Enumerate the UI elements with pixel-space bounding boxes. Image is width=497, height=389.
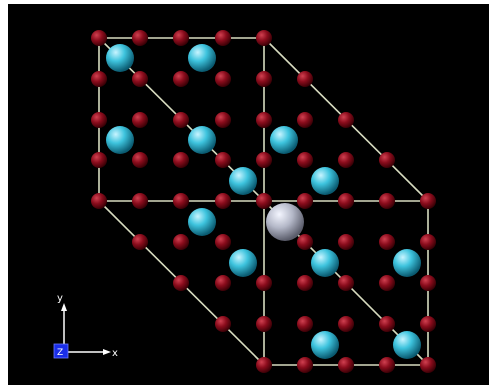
oxygen-atom [297,275,313,291]
oxygen-atom [297,152,313,168]
oxygen-atom [338,275,354,291]
oxygen-atom [215,275,231,291]
oxygen-atom [256,30,272,46]
oxygen-atom [215,234,231,250]
oxygen-atom [338,234,354,250]
oxygen-atom [215,30,231,46]
titanium-atom [229,249,257,277]
titanium-atom [393,331,421,359]
x-axis-label: x [112,348,118,359]
center-atom [266,203,304,241]
oxygen-atom [338,112,354,128]
oxygen-atom [132,234,148,250]
oxygen-atom [173,112,189,128]
oxygen-atom [132,30,148,46]
oxygen-atom [173,152,189,168]
oxygen-atom [420,316,436,332]
oxygen-atom [297,112,313,128]
axis-indicator: y x Z [53,293,118,359]
oxygen-atom [91,71,107,87]
oxygen-atom [173,193,189,209]
oxygen-atom [256,152,272,168]
oxygen-atom [379,316,395,332]
oxygen-atom [132,152,148,168]
oxygen-atom [91,30,107,46]
oxygen-atom [379,152,395,168]
oxygen-atom [91,152,107,168]
oxygen-atom [91,193,107,209]
z-axis-label: Z [57,348,63,358]
oxygen-atom [215,316,231,332]
oxygen-atom [338,357,354,373]
oxygen-atom [173,30,189,46]
titanium-atom [270,126,298,154]
oxygen-atom [173,71,189,87]
titanium-atom [188,44,216,72]
oxygen-atom [338,193,354,209]
oxygen-atom [297,357,313,373]
titanium-atom [311,331,339,359]
oxygen-atom [256,193,272,209]
oxygen-atom [215,193,231,209]
z-axis-box [53,343,69,359]
oxygen-atom [256,112,272,128]
oxygen-atom [256,357,272,373]
oxygen-atom [256,275,272,291]
oxygen-atom [173,234,189,250]
oxygen-atom [379,357,395,373]
titanium-atom [311,249,339,277]
oxygen-atom [379,275,395,291]
oxygen-atom [379,193,395,209]
titanium-atom [311,167,339,195]
oxygen-atom [256,71,272,87]
oxygen-atom [297,316,313,332]
titanium-atom [393,249,421,277]
titanium-atom [188,208,216,236]
oxygen-atom [215,112,231,128]
oxygen-atom [132,112,148,128]
titanium-atom [106,44,134,72]
oxygen-atom [297,71,313,87]
oxygen-atom [420,275,436,291]
oxygen-atom [420,234,436,250]
oxygen-atom [420,193,436,209]
oxygen-atom [132,71,148,87]
oxygen-atom [338,152,354,168]
oxygen-atom [379,234,395,250]
oxygen-atom [338,316,354,332]
oxygen-atom [132,193,148,209]
oxygen-atom [173,275,189,291]
oxygen-atom [256,316,272,332]
viewport-background [8,4,489,385]
y-axis-arrow-icon [61,303,67,311]
x-axis-arrow-icon [103,349,111,355]
titanium-atom [188,126,216,154]
oxygen-atom [91,112,107,128]
y-axis-label: y [57,293,63,304]
oxygen-atom [420,357,436,373]
oxygen-atom [215,71,231,87]
oxygen-atom [215,152,231,168]
titanium-atom [229,167,257,195]
atoms [91,30,436,373]
titanium-atom [106,126,134,154]
oxygen-atom [297,234,313,250]
oxygen-atom [297,193,313,209]
